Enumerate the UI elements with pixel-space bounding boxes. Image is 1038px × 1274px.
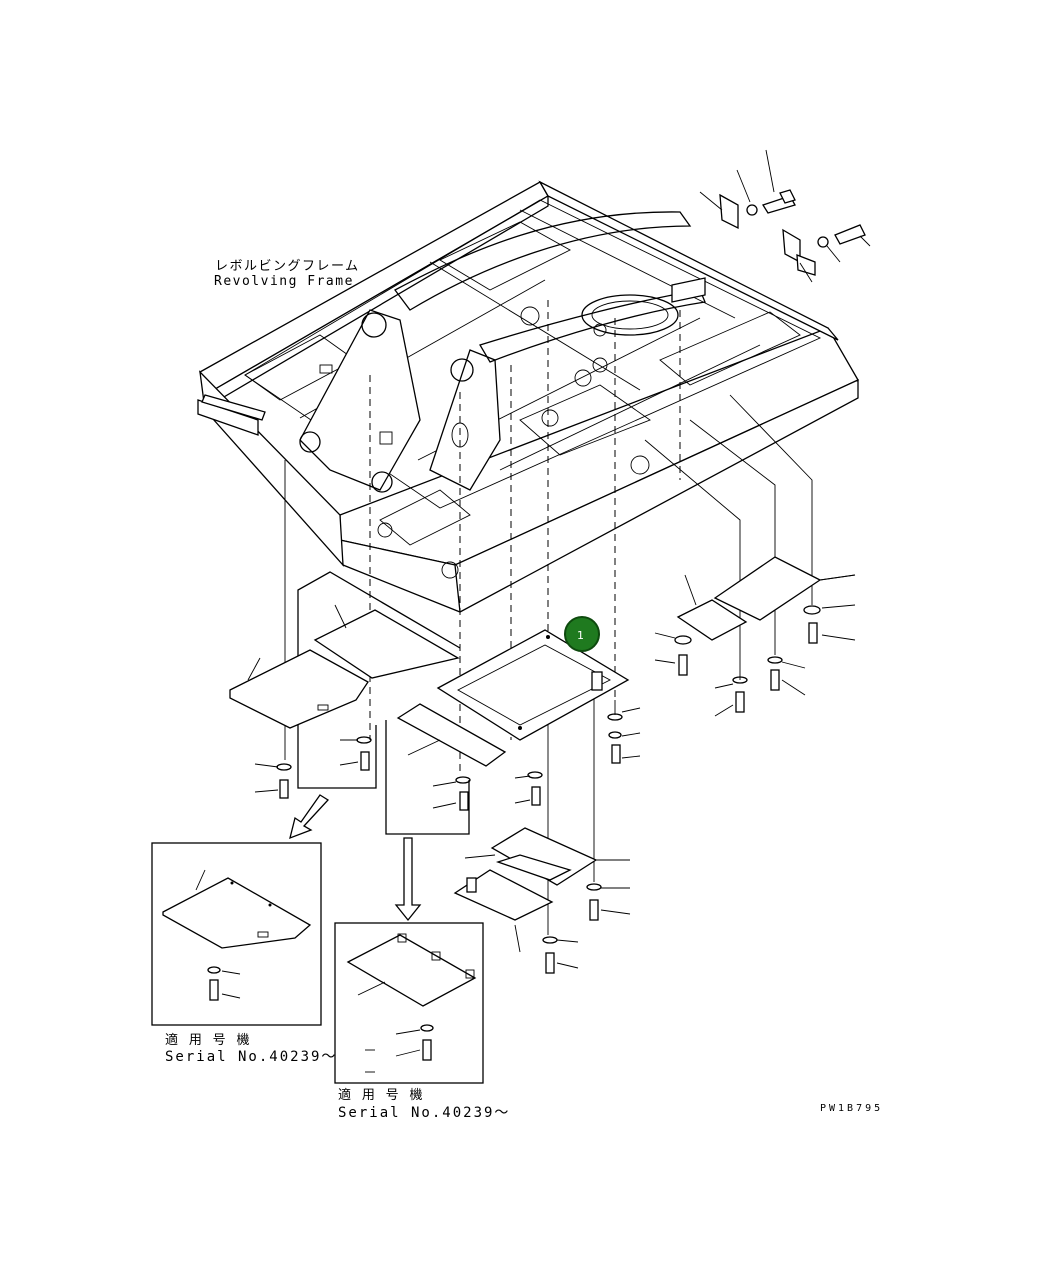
bracket-and-bolts-top: [699, 149, 871, 283]
inset-left: 適 用 号 機 Serial No.40239～: [151, 842, 337, 1065]
callout-circle[interactable]: [564, 616, 600, 652]
under-cover-left: [229, 571, 507, 835]
arrows: [289, 794, 422, 922]
under-cover-right: [676, 556, 856, 641]
inset-left-title: 適 用 号 機: [165, 1032, 251, 1048]
under-cover-center: [436, 629, 630, 741]
inset-left-serial: Serial No.40239～: [165, 1049, 337, 1065]
bolts-and-washers: [254, 574, 856, 974]
inset-right-title: 適 用 号 機: [338, 1087, 424, 1103]
frame-label-jp: レボルビングフレーム: [215, 259, 360, 274]
frame-label-en: Revolving Frame: [214, 274, 354, 289]
lower-covers: [453, 827, 630, 953]
callout-number[interactable]: 1: [577, 629, 584, 642]
callout-badge-1[interactable]: 1: [564, 616, 600, 652]
revolving-frame: [197, 180, 859, 613]
inset-right: 適 用 号 機 Serial No.40239～: [334, 922, 510, 1121]
drawing-code: PW1B795: [820, 1103, 883, 1114]
inset-right-serial: Serial No.40239～: [338, 1105, 510, 1121]
